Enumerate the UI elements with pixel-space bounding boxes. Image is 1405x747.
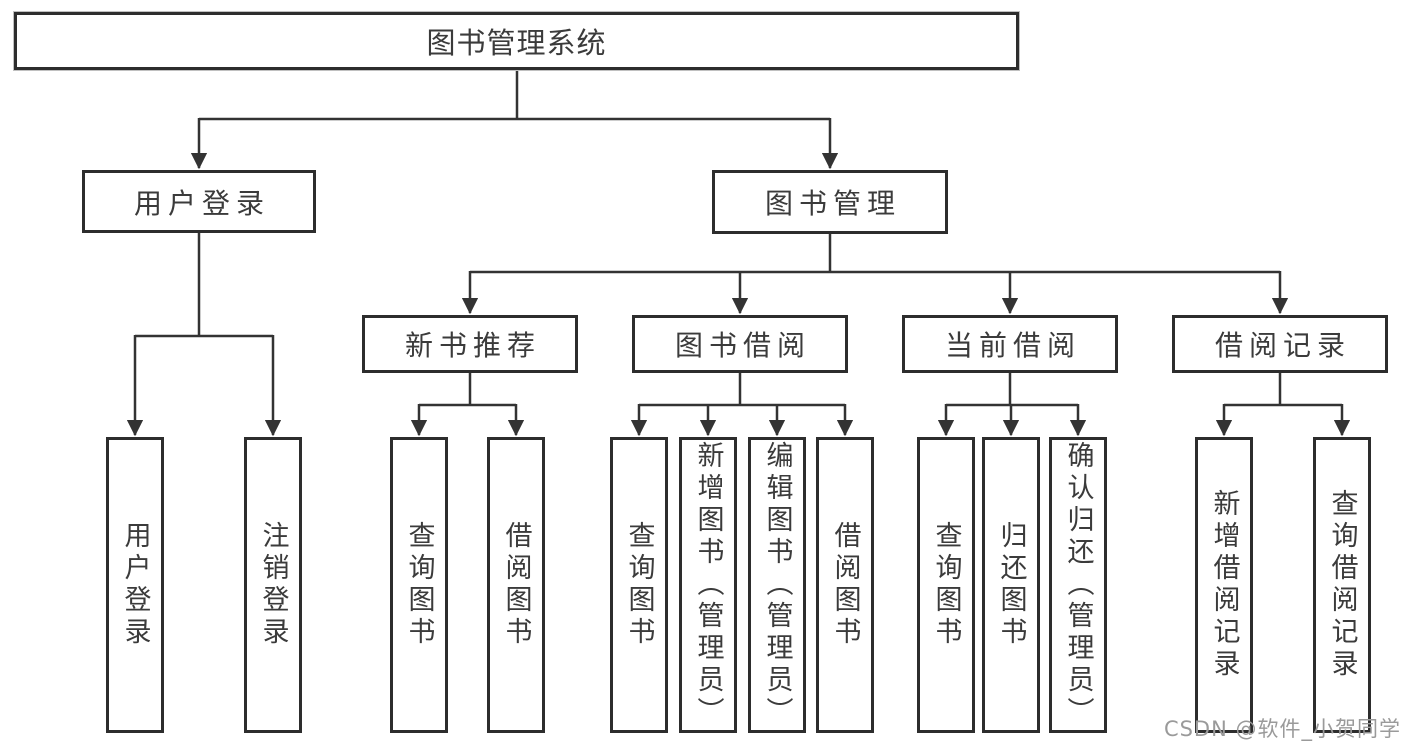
connector-book-mgmt-to-sections (461, 234, 1289, 315)
node-label: 注销登录 (257, 521, 289, 649)
leaf-query-books-borrow: 查询图书 (610, 437, 668, 733)
leaf-borrow-books: 借阅图书 (816, 437, 874, 733)
node-label: 借阅图书 (829, 521, 861, 649)
node-label: 当前借阅 (944, 329, 1081, 362)
node-label: 用户登录 (119, 521, 151, 649)
leaf-query-books-recommend: 查询图书 (390, 437, 448, 733)
leaf-query-books-current: 查询图书 (917, 437, 975, 733)
node-label: 新增图书（管理员） (692, 441, 724, 729)
node-label: 新书推荐 (404, 329, 541, 362)
node-label: 新增借阅记录 (1208, 489, 1240, 681)
node-user-login: 用户登录 (82, 170, 316, 233)
leaf-return-books: 归还图书 (982, 437, 1040, 733)
node-label: 查询图书 (403, 521, 435, 649)
connector-user-login-to-leaves (126, 233, 282, 437)
node-label: 查询图书 (930, 521, 962, 649)
leaf-edit-book-admin: 编辑图书（管理员） (748, 437, 806, 733)
node-label: 确认归还（管理员） (1062, 441, 1094, 729)
leaf-add-book-admin: 新增图书（管理员） (679, 437, 737, 733)
node-label: 用户登录 (133, 186, 270, 220)
connector-borrow-records-to-leaves (1215, 373, 1351, 437)
node-root-system: 图书管理系统 (14, 12, 1019, 70)
node-book-management: 图书管理 (712, 170, 948, 234)
node-new-book-recommend: 新书推荐 (362, 315, 578, 373)
leaf-confirm-return-admin: 确认归还（管理员） (1049, 437, 1107, 733)
node-label: 查询借阅记录 (1326, 489, 1358, 681)
leaf-add-borrow-record: 新增借阅记录 (1195, 437, 1253, 733)
leaf-borrow-books-recommend: 借阅图书 (487, 437, 545, 733)
node-label: 查询图书 (623, 521, 655, 649)
node-label: 编辑图书（管理员） (761, 441, 793, 729)
node-borrow-records: 借阅记录 (1172, 315, 1388, 373)
node-label: 图书管理系统 (426, 26, 607, 60)
node-book-borrow: 图书借阅 (632, 315, 848, 373)
node-current-borrow: 当前借阅 (902, 315, 1118, 373)
node-label: 归还图书 (995, 521, 1027, 649)
leaf-query-borrow-record: 查询借阅记录 (1313, 437, 1371, 733)
connector-new-book-to-leaves (410, 373, 525, 437)
node-label: 图书借阅 (674, 329, 811, 362)
connector-book-borrow-to-leaves (630, 373, 854, 437)
connector-root-to-branches (190, 70, 839, 170)
csdn-watermark: CSDN @软件_小贺同学 (1163, 717, 1401, 741)
node-label: 图书管理 (764, 187, 901, 220)
leaf-user-login: 用户登录 (106, 437, 164, 733)
node-label: 借阅图书 (500, 521, 532, 649)
node-label: 借阅记录 (1214, 329, 1351, 362)
leaf-logout: 注销登录 (244, 437, 302, 733)
connector-current-borrow-to-leaves (937, 373, 1087, 437)
